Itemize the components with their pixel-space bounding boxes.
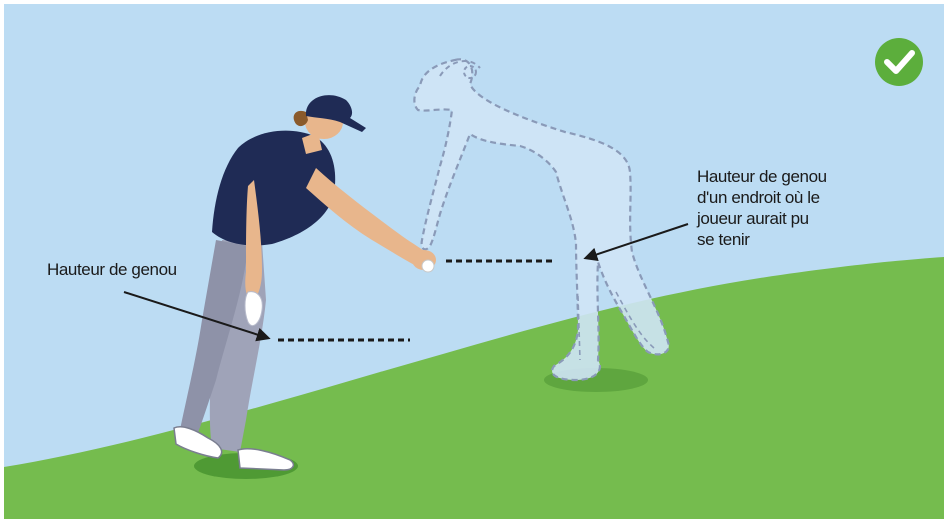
alternate-knee-height-label: Hauteur de genou d'un endroit où le joue…: [697, 166, 867, 250]
alternate-knee-height-label-line: joueur aurait pu: [697, 208, 867, 229]
golf-ball-icon: [422, 260, 434, 272]
alternate-knee-height-label-line: d'un endroit où le: [697, 187, 867, 208]
alternate-knee-height-label-line: se tenir: [697, 229, 867, 250]
alternate-knee-height-label-line: Hauteur de genou: [697, 166, 867, 187]
knee-height-label: Hauteur de genou: [47, 259, 177, 280]
checkmark-icon: [875, 38, 923, 86]
